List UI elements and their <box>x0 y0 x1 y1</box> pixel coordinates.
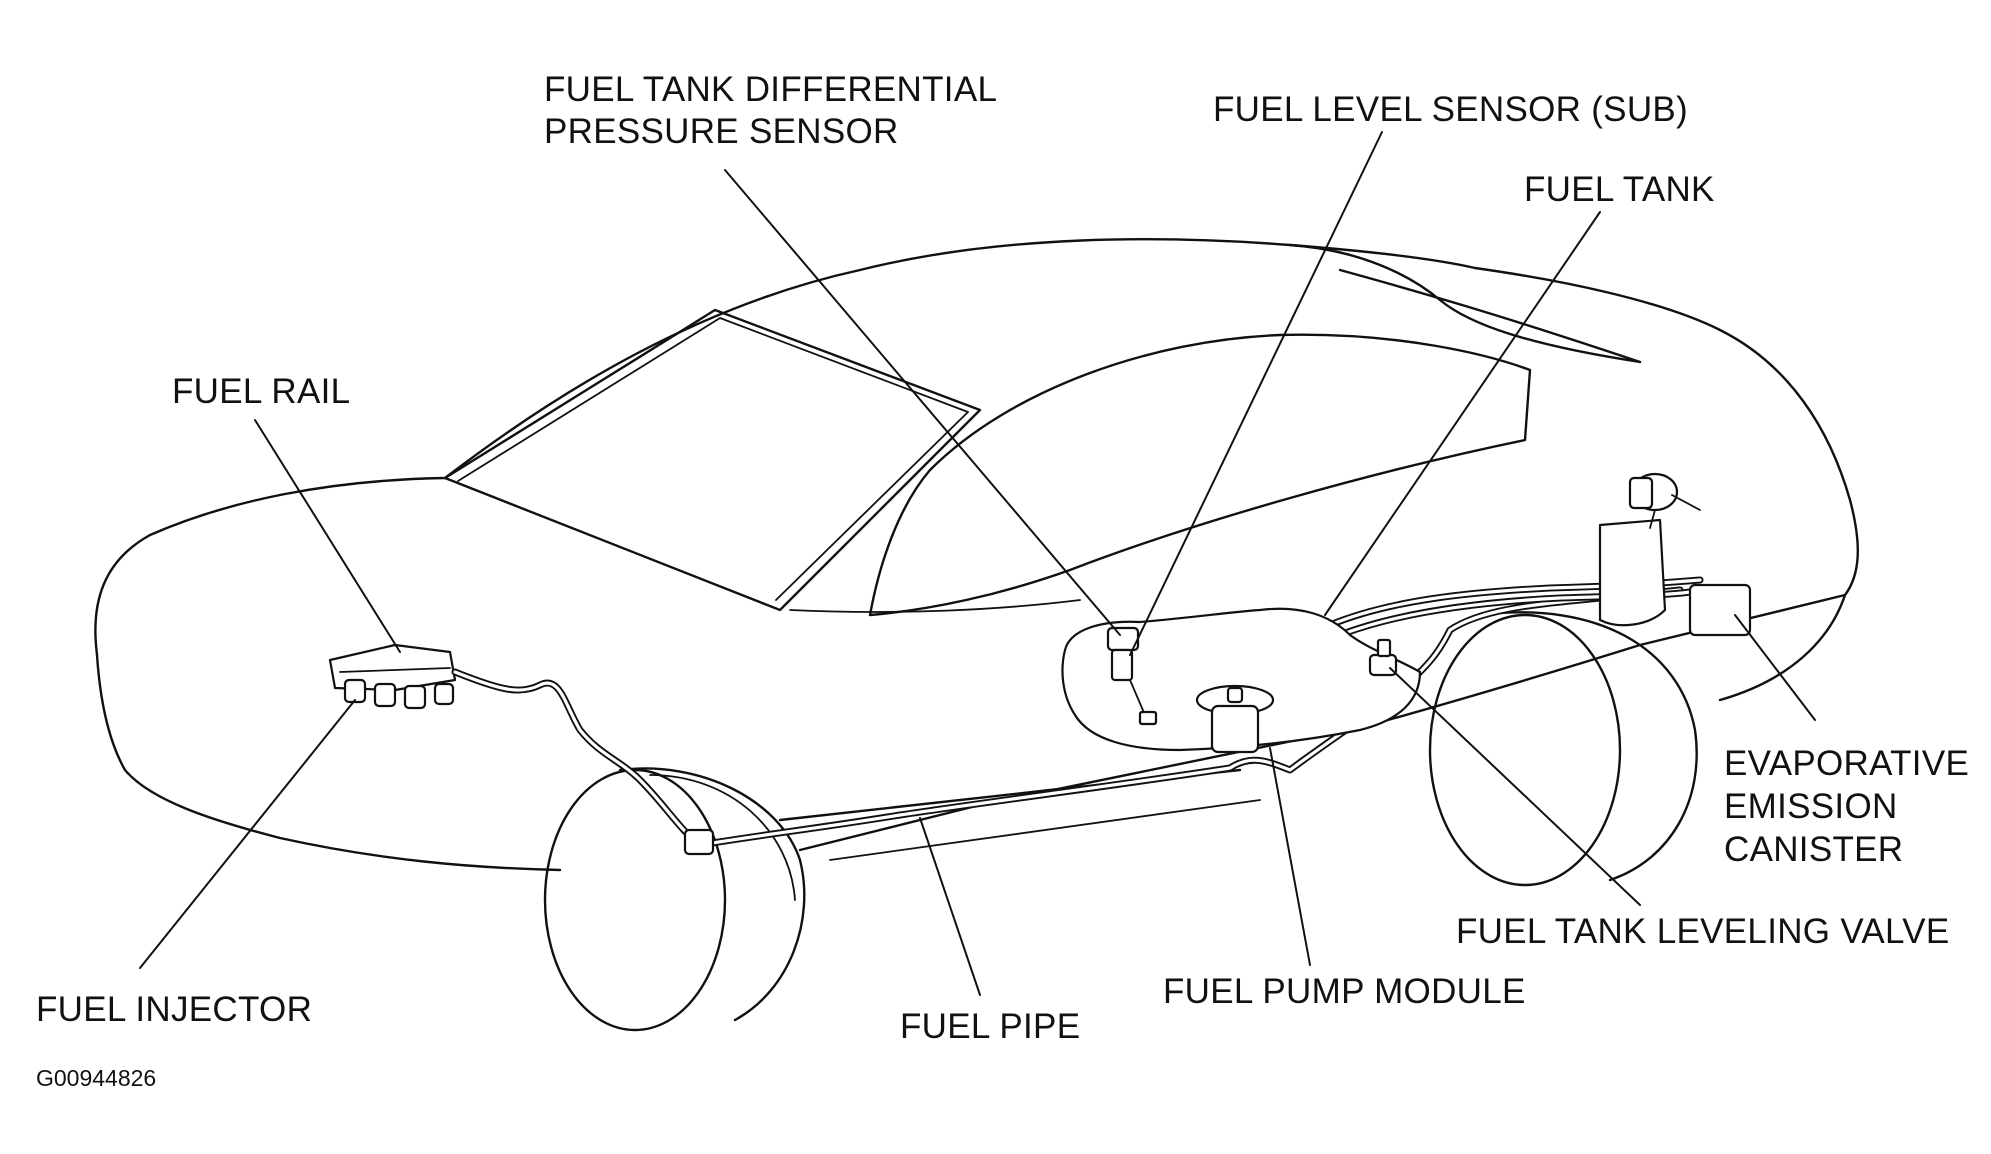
rear-wheel <box>1428 611 1698 887</box>
label-fuel-injector: FUEL INJECTOR <box>36 990 313 1029</box>
leader-fuel-rail <box>254 419 401 653</box>
label-canister-line1: EVAPORATIVE <box>1724 744 1970 783</box>
leader-canister <box>1734 614 1816 721</box>
leader-leveling-valve <box>1389 667 1641 906</box>
leader-pressure-sensor <box>724 169 1121 636</box>
label-fuel-pipe: FUEL PIPE <box>900 1007 1081 1046</box>
leveling-valve-part <box>1368 638 1398 677</box>
fuel-rail-assembly <box>328 643 457 710</box>
fuel-pump-module <box>1195 684 1275 754</box>
leader-lines <box>139 131 1816 996</box>
canister-part <box>1598 472 1752 637</box>
label-fuel-rail: FUEL RAIL <box>172 372 351 411</box>
label-fuel-tank: FUEL TANK <box>1524 170 1715 209</box>
leader-fuel-injector <box>139 699 356 969</box>
car-body <box>94 238 1859 872</box>
leader-fuel-tank <box>1324 211 1601 616</box>
leader-pump-module <box>1269 747 1311 966</box>
label-level-sensor: FUEL LEVEL SENSOR (SUB) <box>1213 90 1688 129</box>
label-leveling-valve: FUEL TANK LEVELING VALVE <box>1456 912 1950 951</box>
pressure-sensor-part <box>1106 626 1158 726</box>
figure-id: G00944826 <box>36 1065 157 1091</box>
leader-fuel-pipe <box>919 817 981 996</box>
label-pressure-sensor-line1: FUEL TANK DIFFERENTIAL <box>544 70 998 109</box>
label-canister-line2: EMISSION <box>1724 787 1898 826</box>
front-wheel <box>543 767 806 1032</box>
label-pump-module: FUEL PUMP MODULE <box>1163 972 1526 1011</box>
label-pressure-sensor-line2: PRESSURE SENSOR <box>544 112 899 151</box>
leader-level-sensor <box>1129 131 1383 656</box>
label-canister-line3: CANISTER <box>1724 830 1904 869</box>
